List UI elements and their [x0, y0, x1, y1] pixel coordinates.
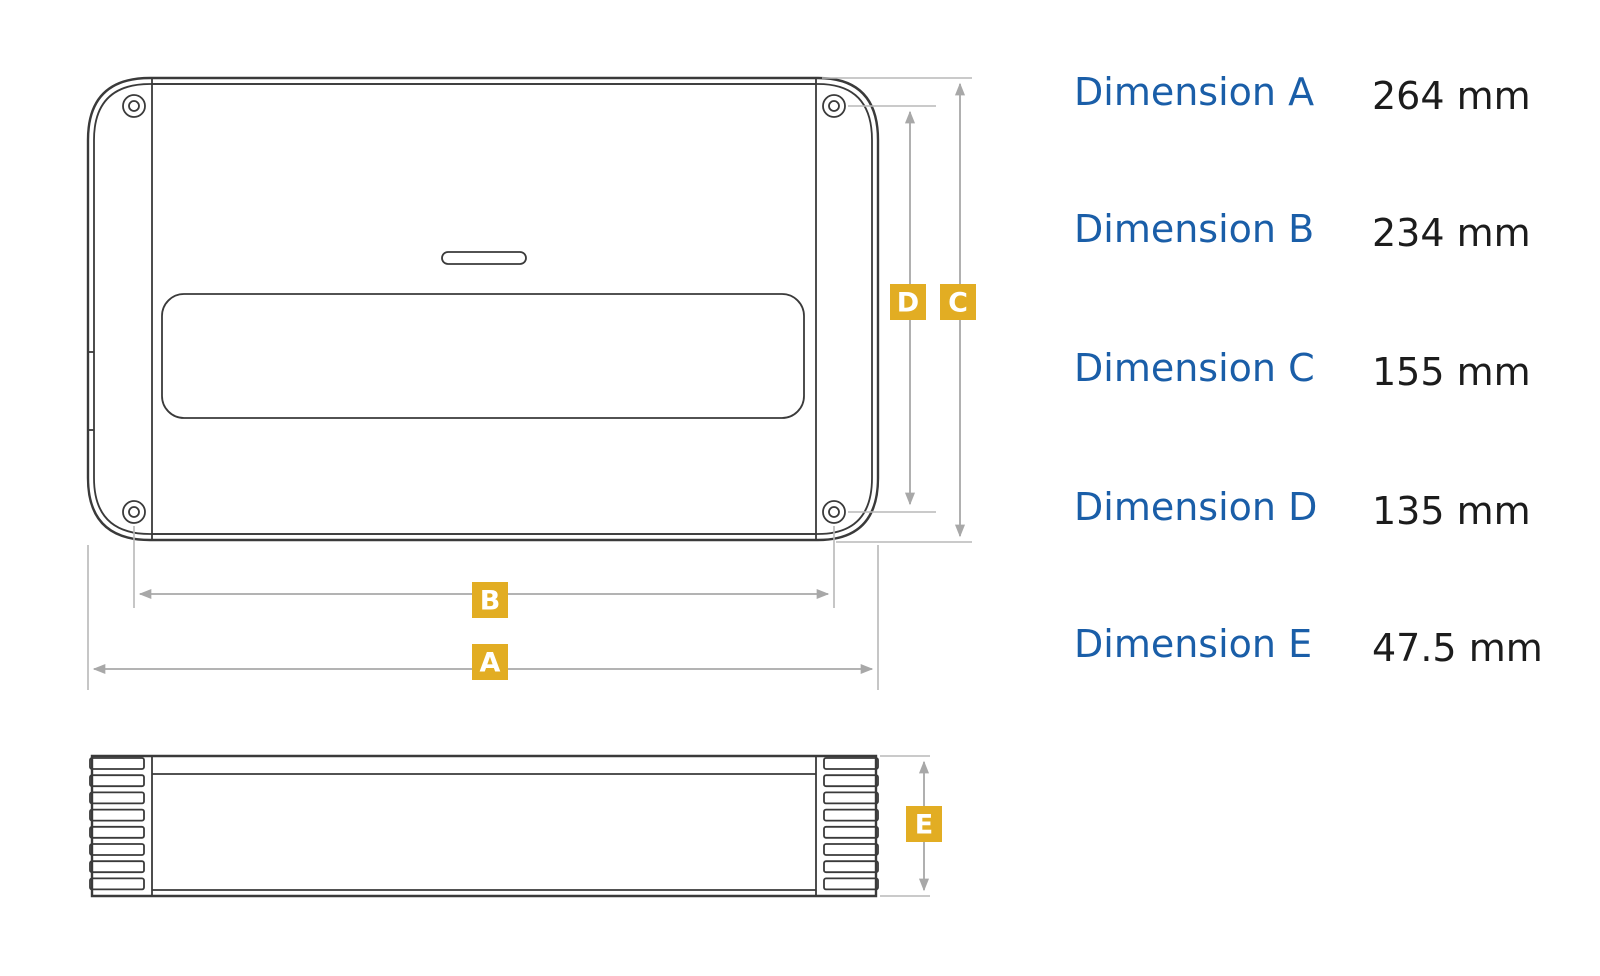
top-view-outline: [86, 76, 880, 542]
top-view: [86, 76, 880, 542]
dimension-b-label: Dimension B: [1074, 207, 1315, 251]
badge-d: D: [890, 284, 926, 320]
badge-d-letter: D: [897, 288, 919, 319]
badge-b-letter: B: [480, 586, 501, 617]
left-heatsink-fins: [89, 757, 145, 891]
heatsink-fin: [89, 825, 145, 839]
heatsink-fin: [823, 791, 879, 805]
heatsink-fin: [89, 774, 145, 788]
dimension-b-value: 234 mm: [1372, 211, 1531, 255]
extension-lines: [87, 77, 972, 897]
heatsink-fin: [89, 843, 145, 856]
side-view-outline: [90, 754, 878, 898]
side-view: [89, 754, 879, 898]
dimension-e-label: Dimension E: [1074, 622, 1313, 666]
badge-e-letter: E: [915, 810, 933, 841]
heatsink-fin: [89, 877, 145, 891]
dimension-a-value: 264 mm: [1372, 74, 1531, 118]
right-heatsink-fins: [823, 757, 879, 891]
status-slot: [441, 251, 527, 265]
heatsink-fin: [89, 860, 145, 874]
dimension-c-label: Dimension C: [1074, 346, 1315, 390]
heatsink-fin: [823, 860, 879, 874]
badge-a: A: [472, 644, 508, 680]
heatsink-fin: [89, 757, 145, 770]
screw-bottom-left: [122, 500, 146, 524]
badge-e: E: [906, 806, 942, 842]
dimension-e-value: 47.5 mm: [1372, 626, 1543, 670]
dimension-a-label: Dimension A: [1074, 70, 1315, 114]
screw-bottom-right: [822, 500, 846, 524]
badge-b: B: [472, 582, 508, 618]
heatsink-fin: [89, 808, 145, 822]
screw-top-right: [822, 94, 846, 118]
dimension-c-value: 155 mm: [1372, 350, 1531, 394]
heatsink-fin: [823, 757, 879, 770]
heatsink-fin: [823, 825, 879, 839]
heatsink-fin: [823, 877, 879, 891]
dimension-d-label: Dimension D: [1074, 485, 1318, 529]
badge-c-letter: C: [948, 288, 968, 319]
heatsink-fin: [89, 791, 145, 805]
dimension-d-value: 135 mm: [1372, 489, 1531, 533]
heatsink-fin: [823, 808, 879, 822]
badge-c: C: [940, 284, 976, 320]
screw-top-left: [122, 94, 146, 118]
heatsink-fin: [823, 774, 879, 788]
label-window: [161, 293, 805, 419]
heatsink-fin: [823, 843, 879, 856]
badge-a-letter: A: [480, 648, 501, 679]
